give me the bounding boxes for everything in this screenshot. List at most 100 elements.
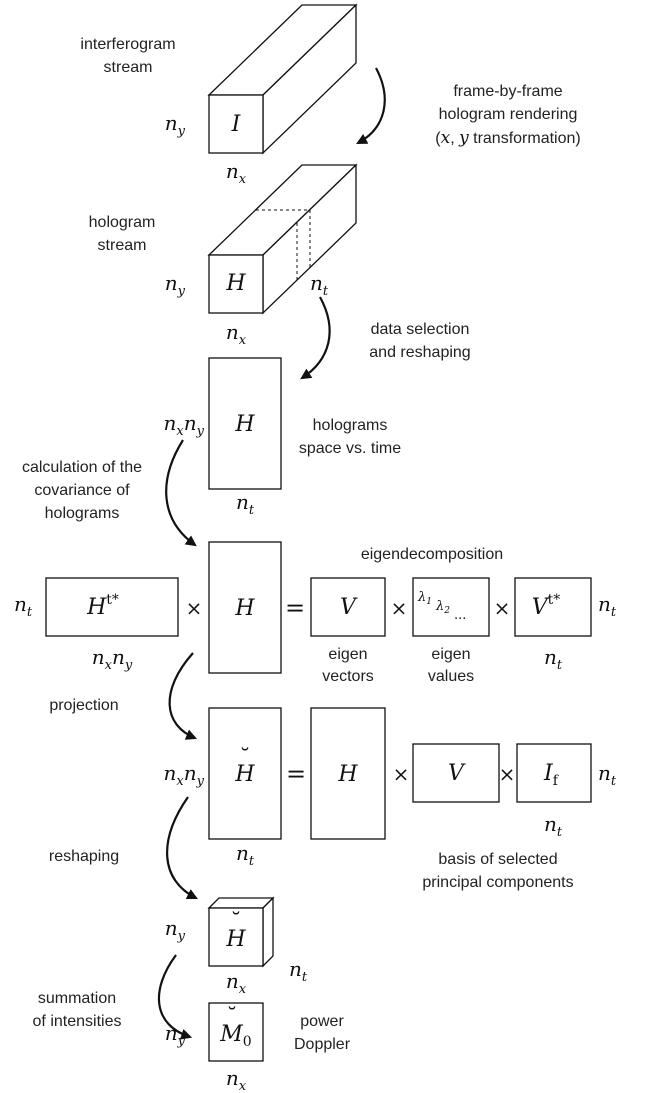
eigen-hologram-matrix [208,541,282,674]
eigenvalue-lambda-2: λ2 [435,599,450,616]
hologram-stage: hologram stream H ny nx nt [89,163,358,348]
eigen-hologram-symbol: H [234,596,255,621]
reshaped-cube-top [207,897,275,909]
reshaped-nx-label: nx [226,969,247,997]
hologram-ny-label: ny [165,271,186,299]
hologram-title-line1: hologram [89,214,156,231]
rendering-step-label: frame-by-frame hologram rendering (x, y … [435,83,580,148]
eigen-times-operator-2: × [391,596,408,620]
space-time-rows-label: nxny [164,411,205,439]
filtered-hologram-accent: ˘ [240,746,251,771]
power-doppler-caption-line2: Doppler [294,1036,351,1053]
interferogram-nx-label: nx [226,159,247,187]
projection-step-line1: projection [49,697,118,714]
eigenvalues-caption-line1: eigen [431,646,470,663]
reshaped-ny-label: ny [165,916,186,944]
covariance-step-line3: holograms [45,505,120,522]
selection-matrix-dim-label: nt [544,812,563,840]
eigen-times-operator-1: × [186,596,203,620]
space-time-caption-line1: holograms [313,417,388,434]
space-time-caption-line2: space vs. time [299,440,401,457]
space-time-matrix [208,357,282,490]
projection-bottom-nt-label: nt [236,841,255,869]
projection-equals-operator: = [286,760,306,788]
projection-rows-label: nxny [164,761,205,789]
space-time-symbol: H [234,412,255,437]
eigen-times-operator-3: × [494,596,511,620]
eigenvalues-matrix [412,577,490,637]
eigenvectors-transpose-matrix [514,577,592,637]
rendering-step-line1: frame-by-frame [453,83,562,100]
hologram-nx-label: nx [226,320,247,348]
summation-step-line1: summation [38,990,116,1007]
rendering-step-line2: hologram rendering [439,106,578,123]
interferogram-volume [207,3,358,155]
projection-step-arrow [168,652,198,740]
covariance-step-line1: calculation of the [22,459,142,476]
power-doppler-ny-label: ny [165,1021,186,1049]
filtered-hologram-matrix [208,707,282,840]
covariance-step-arrow [165,439,197,547]
selection-step-line1: data selection [371,321,470,338]
projection-times-operator-2: × [499,762,516,786]
interferogram-title-line2: stream [104,59,153,76]
projection-eigenvectors-symbol: V [448,761,466,786]
conjugate-transpose-dim-label: nxny [92,645,133,673]
eigendecomposition-title: eigendecomposition [361,546,503,563]
selection-matrix [516,743,592,803]
rendering-step-arrow [356,67,386,145]
eigenvalue-lambda-1: λ1 [417,590,432,607]
interferogram-stage: interferogram stream I ny nx [80,3,358,187]
summation-step-label: summation of intensities [33,990,122,1030]
selection-step-line2: and reshaping [369,344,470,361]
reshaped-stage: H ˘ ny nx nt [165,896,308,997]
projection-right-nt-label: nt [598,761,617,789]
eigen-right-nt-label: nt [598,592,617,620]
reshaped-symbol: H [225,927,246,952]
power-doppler-nx-label: nx [226,1066,247,1093]
eigenvalues-caption-line2: values [428,668,474,685]
projection-eigenvectors-matrix [412,743,500,803]
power-doppler-caption-line1: power [300,1013,344,1030]
reshaped-cube [207,896,275,968]
projection-hologram-symbol: H [337,762,358,787]
power-doppler-accent: ˘ [227,1005,238,1030]
reshaped-accent: ˘ [231,910,242,935]
conjugate-transpose-matrix [45,577,179,637]
interferogram-symbol: I [231,112,242,137]
power-doppler-box [208,1002,264,1062]
projection-caption-line1: basis of selected [438,851,557,868]
interferogram-volume-front [208,94,264,154]
filtered-hologram-symbol: H [234,762,255,787]
interferogram-title-line1: interferogram [80,36,175,53]
reshaping-step-label: reshaping [49,848,119,865]
eigenvectors-transpose-symbol: Vt* [532,592,561,620]
space-time-cols-label: nt [236,490,255,518]
selection-matrix-symbol: If [543,761,560,789]
hologram-title-line2: stream [98,237,147,254]
eigenvectors-transpose-dim-label: nt [544,645,563,673]
conjugate-transpose-symbol: Ht* [86,592,119,620]
hologram-nt-label: nt [310,271,329,299]
power-doppler-symbol: M0 [219,1022,251,1050]
reshaping-step-arrow [166,796,198,899]
eigen-left-nt-label: nt [14,592,33,620]
eigenvectors-caption-line1: eigen [328,646,367,663]
covariance-step-line2: covariance of [34,482,130,499]
reshaping-step-line1: reshaping [49,848,119,865]
projection-hologram-matrix [310,707,386,840]
projection-step-label: projection [49,697,118,714]
eigenvectors-caption-line2: vectors [322,668,374,685]
eigenvectors-matrix [310,577,386,637]
summation-step-arrow [157,954,193,1040]
hologram-frame-slice [256,209,311,268]
selection-step-arrow [300,296,331,380]
covariance-step-label: calculation of the covariance of hologra… [22,459,142,522]
eigenvalue-ellipsis: ... [454,608,466,623]
selection-step-label: data selection and reshaping [369,321,470,361]
hologram-volume-front [208,254,264,314]
projection-caption-line2: principal components [422,874,573,891]
hologram-volume [207,163,358,315]
eigendecomposition-stage: eigendecomposition nt Ht* nxny × H = V e… [14,541,617,685]
